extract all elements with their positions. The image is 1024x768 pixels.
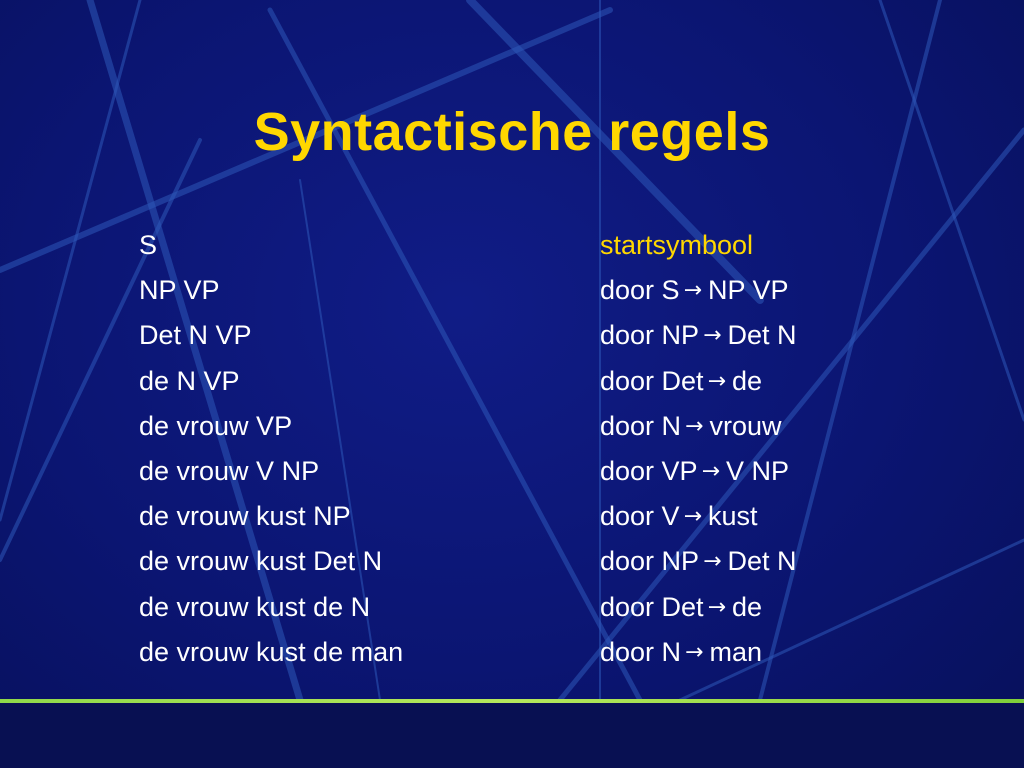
derivation-step: de vrouw kust Det N [139,546,383,577]
rule-result: Det N [727,320,797,351]
rule-prefix: door Det [600,365,704,396]
rule-prefix: door Det [600,591,704,622]
derivation-step: de N VP [139,365,240,396]
rule-list: startsymbool door S→NP VP door NP→Det N … [600,223,1000,675]
arrow-icon: → [707,368,726,394]
slide-title: Syntactische regels [253,102,771,162]
rule-item: door V→kust [600,494,1000,539]
rule-result: Det N [727,546,797,577]
rule-item: door N→vrouw [600,404,1000,449]
rule-result: vrouw [709,410,782,441]
rule-item: door N→man [600,630,1000,675]
rule-prefix: door VP [600,455,698,486]
footer-rule [0,699,1024,703]
derivation-step: de vrouw V NP [139,455,320,486]
rule-item: door Det→de [600,585,1000,630]
arrow-icon: → [707,594,726,620]
rule-item: door Det→de [600,359,1000,404]
footer-band [0,703,1024,768]
derivation-step: de vrouw kust NP [139,501,351,532]
arrow-icon: → [703,549,722,575]
arrow-icon: → [685,639,704,665]
derivation-step: de vrouw VP [139,410,293,441]
rule-prefix: door N [600,410,682,441]
rule-prefix: door NP [600,320,700,351]
arrow-icon: → [683,504,702,530]
derivation-step: de vrouw kust de man [139,636,404,667]
arrow-icon: → [685,413,704,439]
rule-item: door NP→Det N [600,539,1000,584]
rule-result: V NP [726,455,790,486]
rule-prefix: door S [600,275,680,306]
rule-result: man [709,636,763,667]
rule-prefix: door NP [600,546,700,577]
rule-item: door NP→Det N [600,313,1000,358]
rule-item: door VP→V NP [600,449,1000,494]
rule-prefix: door V [600,501,680,532]
start-symbol-label: startsymbool [600,230,754,260]
rule-result: de [732,591,763,622]
rule-item: door S→NP VP [600,268,1000,313]
derivation-step: de vrouw kust de N [139,591,371,622]
derivation-step: Det N VP [139,320,252,351]
rule-result: de [732,365,763,396]
rule-result: NP VP [708,275,789,306]
arrow-icon: → [683,278,702,304]
arrow-icon: → [701,458,720,484]
arrow-icon: → [703,323,722,349]
derivation-step: S [139,230,158,260]
rule-result: kust [708,501,758,532]
derivation-step: NP VP [139,275,220,306]
derivation-list: S NP VP Det N VP de N VP de vrouw VP de … [139,223,579,675]
rule-prefix: door N [600,636,682,667]
